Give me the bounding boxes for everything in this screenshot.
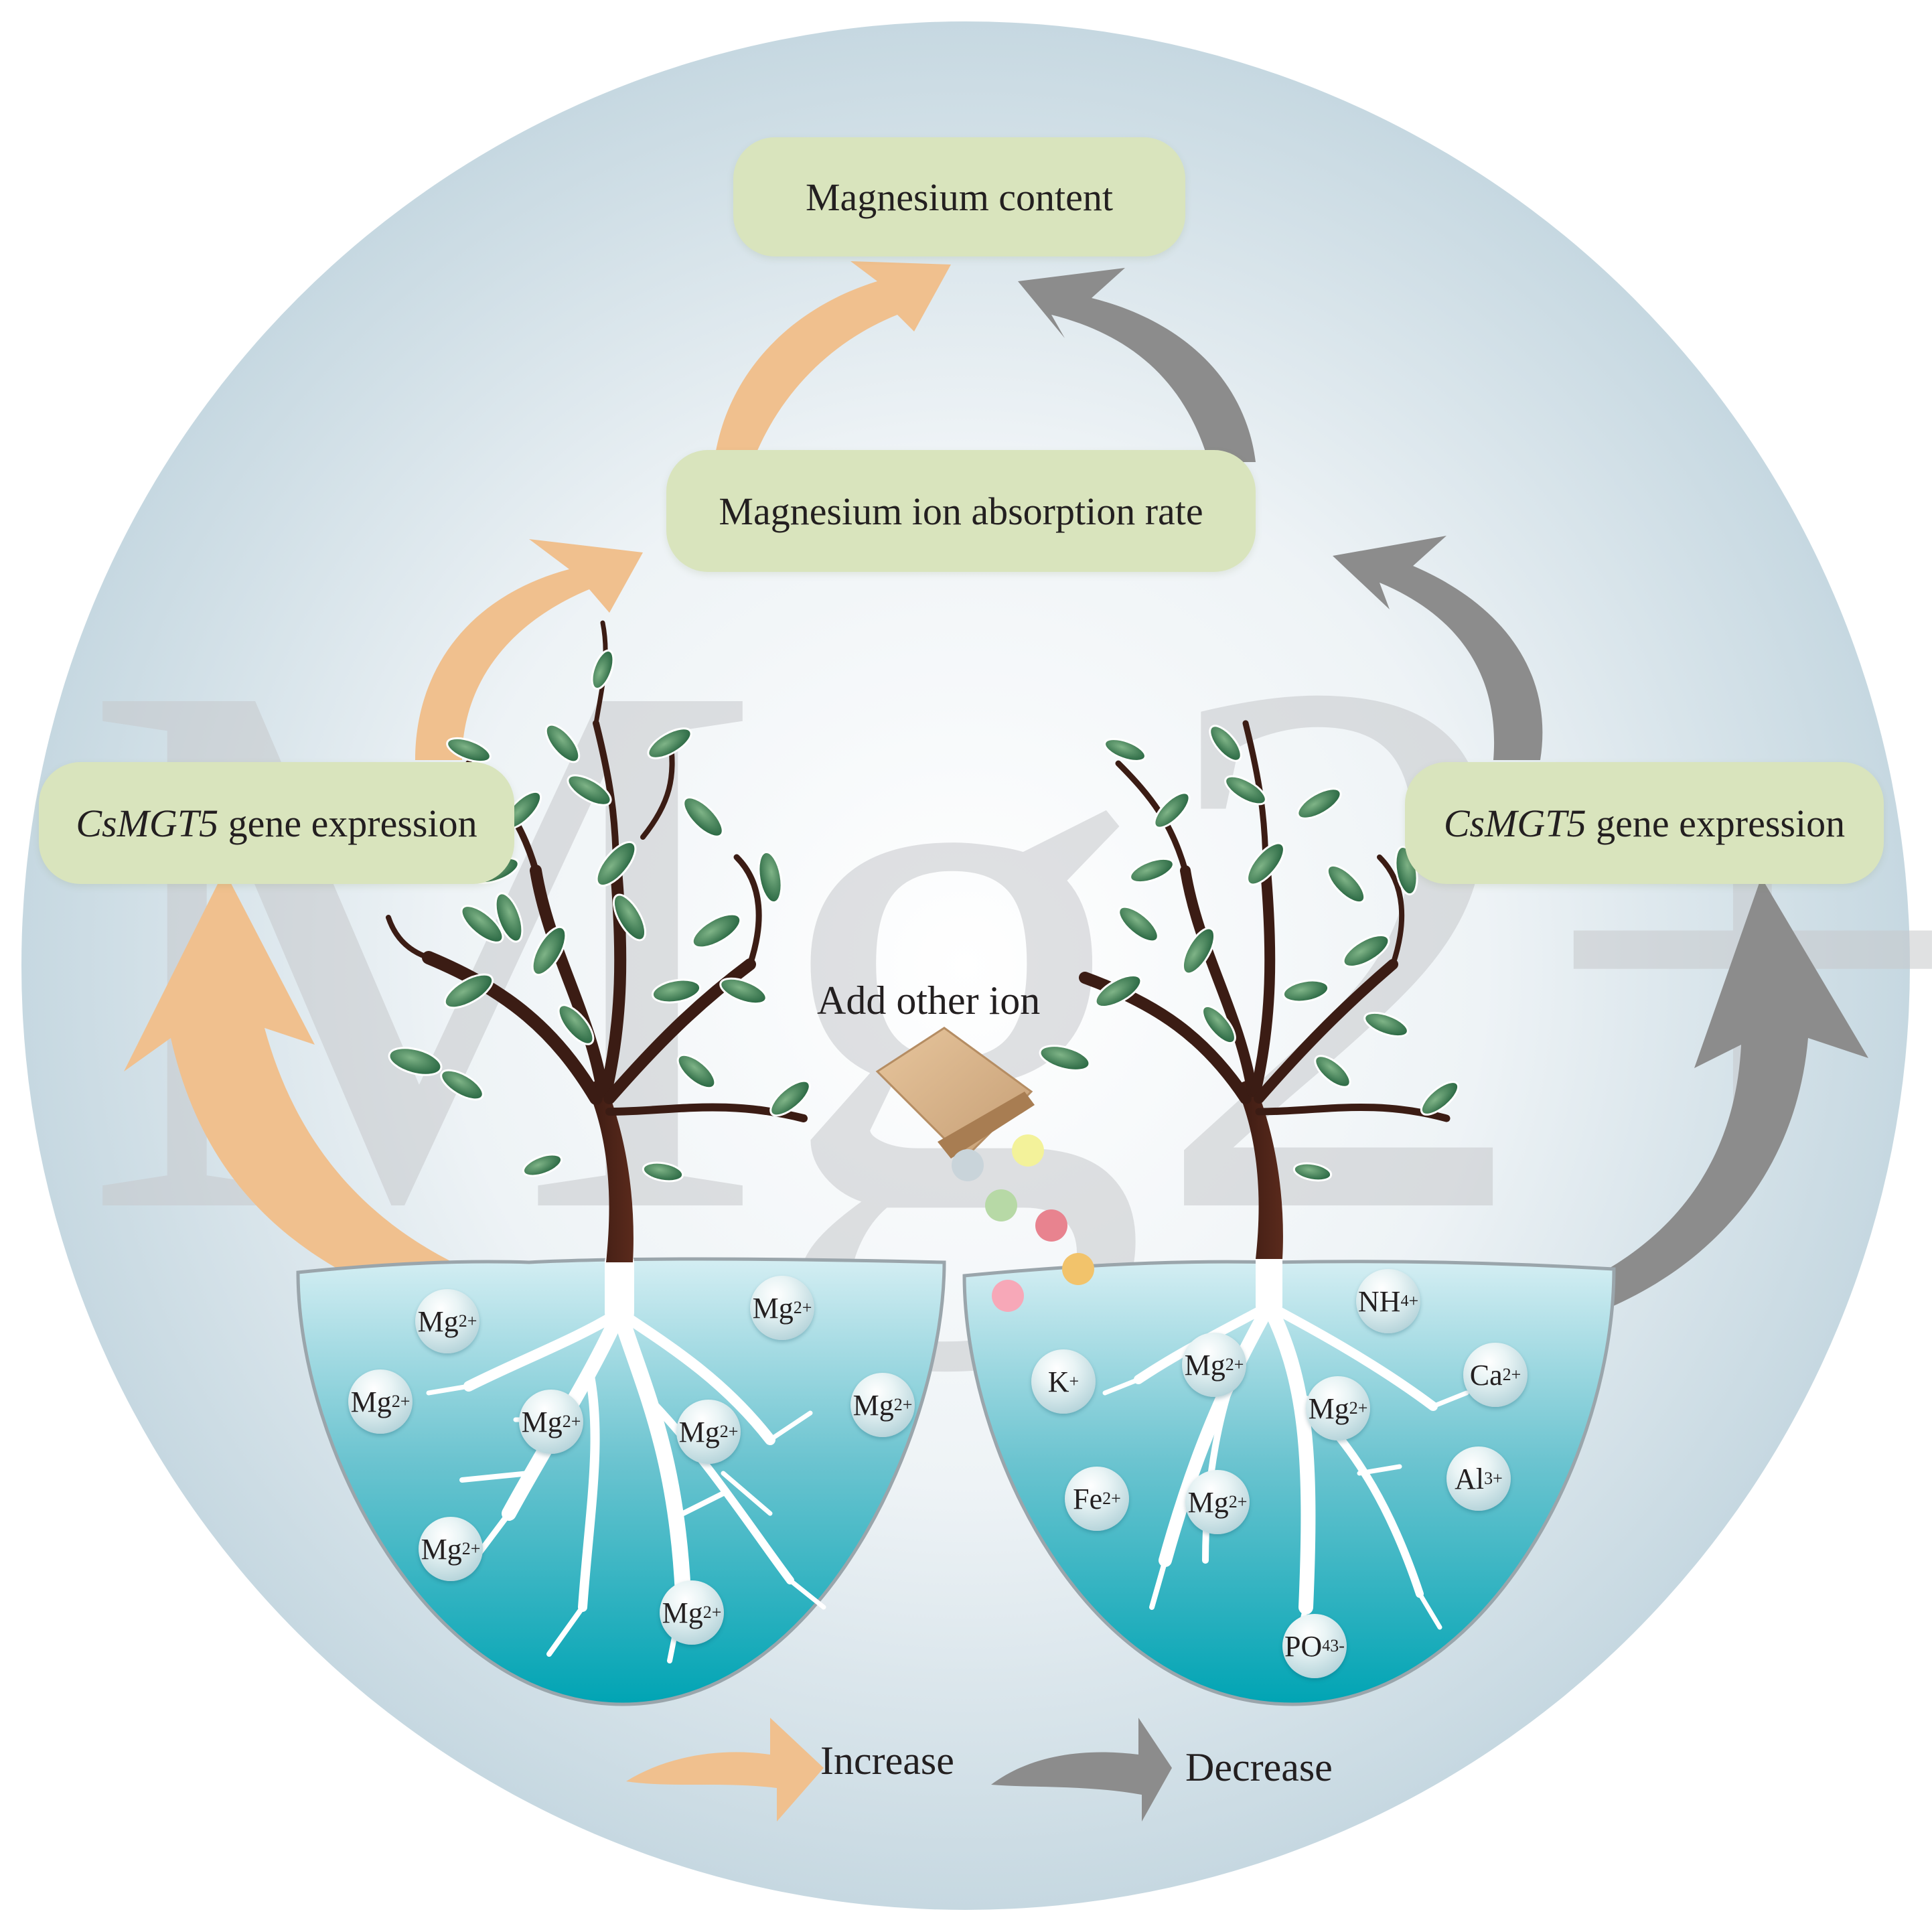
magnesium-content-label: Magnesium content [805, 175, 1114, 219]
left-gene-expression-box: CsMGT5 gene expression [39, 762, 514, 884]
increase-arrow-rate-to-content [713, 261, 951, 469]
left-pot [296, 1257, 946, 1706]
left-gene-expression-label: CsMGT5 gene expression [76, 801, 477, 846]
right-gene-expression-box: CsMGT5 gene expression [1405, 762, 1884, 884]
add-other-ion-label: Add other ion [817, 978, 1041, 1023]
increase-arrow-pot-to-gene [124, 871, 482, 1309]
decrease-arrow-gene-to-rate [1333, 536, 1543, 760]
right-ion-k: K+ [1031, 1349, 1096, 1414]
decrease-arrow-rate-to-content [1018, 268, 1256, 462]
left-gene-name: CsMGT5 [76, 801, 219, 845]
ion-packet [875, 1027, 1035, 1161]
right-gene-suffix: gene expression [1586, 801, 1846, 845]
legend-decrease-label: Decrease [1185, 1745, 1333, 1789]
right-tree [1039, 720, 1460, 1259]
increase-arrow-gene-to-rate [415, 539, 643, 760]
increase-arrows [124, 261, 951, 1309]
right-pot [962, 1260, 1616, 1706]
magnesium-content-box: Magnesium content [733, 137, 1185, 256]
legend-increase-arrow [626, 1718, 824, 1822]
legend-decrease-arrow [991, 1718, 1172, 1822]
decrease-arrows [1018, 268, 1868, 1329]
right-gene-expression-label: CsMGT5 gene expression [1444, 801, 1845, 846]
left-gene-suffix: gene expression [218, 801, 477, 845]
legend-increase-label: Increase [820, 1738, 954, 1783]
absorption-rate-box: Magnesium ion absorption rate [666, 450, 1256, 572]
falling-ion-balls [952, 1134, 1094, 1312]
right-gene-name: CsMGT5 [1443, 801, 1586, 845]
absorption-rate-label: Magnesium ion absorption rate [719, 489, 1203, 533]
decrease-arrow-pot-to-gene [1500, 877, 1868, 1329]
